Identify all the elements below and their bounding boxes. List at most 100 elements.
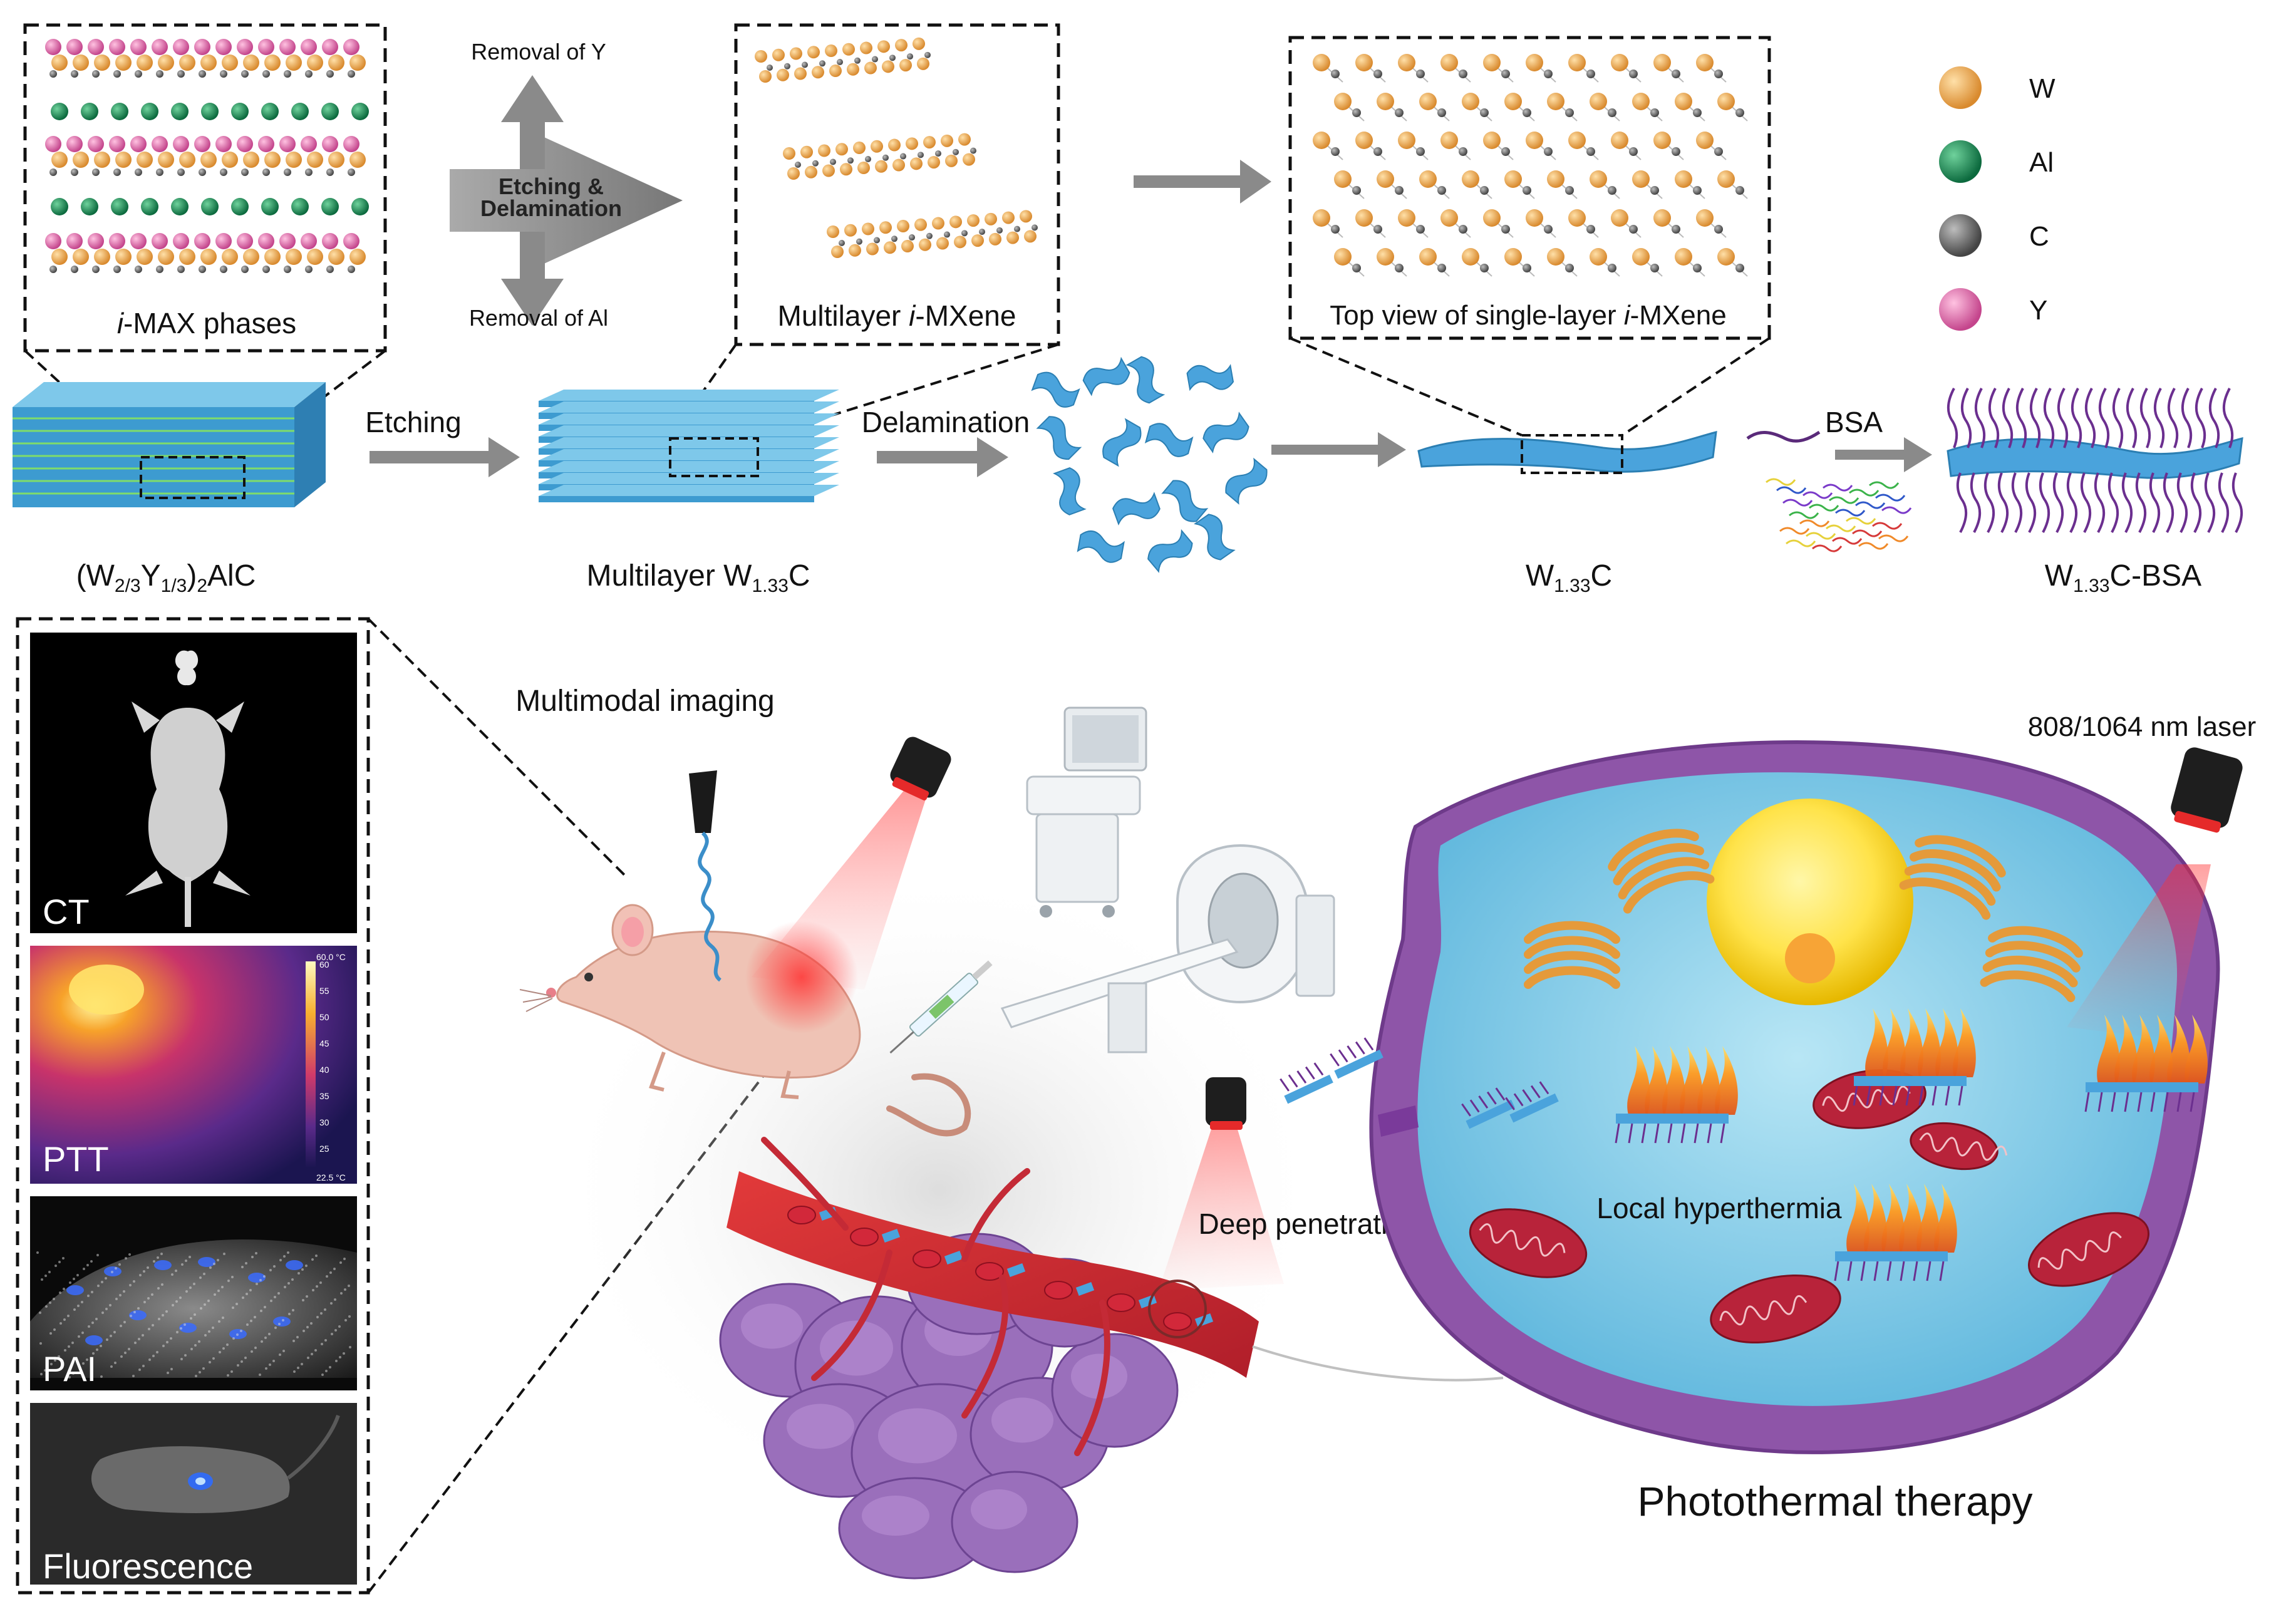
pai-speckle xyxy=(86,1264,89,1266)
max-atom-y xyxy=(194,136,210,152)
golgi-apparatus xyxy=(1524,829,2083,1003)
pai-speckle xyxy=(142,1365,145,1367)
max-atom-c xyxy=(326,70,334,78)
block-stripes xyxy=(13,417,294,495)
pai-speckle xyxy=(250,1320,252,1322)
pai-speckle xyxy=(204,1303,206,1306)
max-atom-al xyxy=(321,103,339,120)
protein-strand xyxy=(1852,529,1883,537)
precursor-block xyxy=(13,382,326,507)
red-blood-cell xyxy=(913,1249,941,1268)
max-atom-y xyxy=(237,233,253,249)
pai-speckle xyxy=(73,1308,76,1311)
max-atom-y xyxy=(343,233,359,249)
imaging-zoom-line-bottom xyxy=(367,1057,778,1594)
pai-speckle xyxy=(115,1267,117,1270)
max-atom-c xyxy=(199,168,206,176)
mxene-atom-c xyxy=(900,153,906,160)
mxene-atom-c xyxy=(882,154,889,161)
max-atom-w xyxy=(286,54,302,71)
bsa-conjugate-flake xyxy=(1947,388,2243,533)
bsa-chain-down xyxy=(2218,472,2230,533)
protein-strand xyxy=(1806,532,1836,540)
max-atom-al xyxy=(81,103,98,120)
hyperthermia-sheet xyxy=(1835,1251,1948,1261)
max-atom-w xyxy=(349,152,366,168)
pai-speckle xyxy=(69,1281,71,1284)
bsa-chain-up xyxy=(2153,388,2165,448)
bsa-formula: W1.33C-BSA xyxy=(2045,559,2201,596)
pai-speckle xyxy=(124,1352,127,1354)
bsa-chain-up xyxy=(2126,388,2138,448)
topview-atom-w xyxy=(1313,132,1330,149)
mxene-atom-w xyxy=(812,66,824,79)
pai-speckle xyxy=(166,1341,168,1343)
bsa-chain-up xyxy=(2208,388,2220,448)
max-atom-al xyxy=(111,198,128,215)
hyperthermia-bsa-chain xyxy=(1707,1123,1712,1144)
bsa-chain-up xyxy=(2029,388,2041,448)
bsa-chain-down xyxy=(2025,472,2037,533)
mxene-atom-w xyxy=(790,47,802,60)
entering-bsa-chain xyxy=(1469,1099,1480,1113)
hyperthermia-bsa-chain xyxy=(1847,1261,1853,1281)
topview-atom-w xyxy=(1717,170,1735,188)
pai-speckle xyxy=(343,1352,345,1355)
topview-atom-c xyxy=(1629,147,1638,156)
mxene-atom-c xyxy=(812,160,819,167)
syringe-needle xyxy=(889,1031,914,1054)
pai-speckle xyxy=(240,1360,243,1363)
topview-atom-w xyxy=(1355,54,1373,71)
bsa-chain-up xyxy=(2181,388,2193,448)
pai-speckle xyxy=(62,1257,65,1260)
pai-speckle xyxy=(148,1358,151,1361)
pai-speckle xyxy=(156,1351,158,1353)
max-atom-w xyxy=(158,152,174,168)
max-atom-w xyxy=(179,152,195,168)
mxene-atom-w xyxy=(862,222,874,235)
pai-speckle xyxy=(333,1268,336,1270)
pai-speckle xyxy=(274,1296,276,1298)
pai-speckle xyxy=(303,1330,305,1332)
topview-atom-w xyxy=(1440,54,1458,71)
multilayer-stack xyxy=(539,390,839,502)
hyperthermia-bsa-chain xyxy=(1720,1123,1725,1144)
flake-piece xyxy=(1144,423,1194,457)
pai-speckle xyxy=(269,1363,271,1366)
max-atom-w xyxy=(328,249,344,265)
tumor-lobe-highlight xyxy=(862,1496,929,1536)
pai-speckle xyxy=(320,1312,323,1315)
block-zoom-box xyxy=(140,456,246,499)
topview-atom-c xyxy=(1501,147,1510,156)
bsa-flake-shape xyxy=(1947,437,2243,479)
pai-speckle xyxy=(68,1376,71,1378)
pai-speckle xyxy=(284,1286,286,1288)
protein-strand xyxy=(1809,504,1839,512)
entering-nanosheet xyxy=(1509,1093,1559,1123)
entering-bsa-chain xyxy=(1313,1062,1324,1076)
tumor-lobe-highlight xyxy=(878,1408,957,1464)
max-atom-y xyxy=(301,39,317,55)
max-atom-c xyxy=(156,266,163,273)
max-atom-al xyxy=(351,103,369,120)
topview-atom-w xyxy=(1419,170,1437,188)
entering-bsa-chain xyxy=(1522,1089,1533,1102)
pai-speckle xyxy=(53,1328,56,1331)
bsa-chain-down xyxy=(2039,472,2050,533)
pai-speckle xyxy=(175,1270,177,1272)
max-atom-y xyxy=(322,233,338,249)
pai-signal-dot xyxy=(286,1260,303,1270)
mxene-atom-w xyxy=(805,165,817,178)
topview-atom-w xyxy=(1611,209,1628,227)
ct-forelimbs xyxy=(132,701,244,733)
hyperthermia-sheet xyxy=(2086,1082,2198,1092)
golgi-cisterna xyxy=(1988,926,2083,958)
tumor-vessel xyxy=(719,1137,1259,1580)
entering-bsa-chain xyxy=(1363,1037,1374,1051)
laser-head-deep xyxy=(1206,1077,1246,1126)
pai-speckle xyxy=(110,1335,112,1337)
max-atom-w xyxy=(73,54,89,71)
bsa-chain-up xyxy=(2071,388,2082,448)
pai-speckle xyxy=(45,1305,48,1308)
flake-piece xyxy=(1052,467,1087,515)
